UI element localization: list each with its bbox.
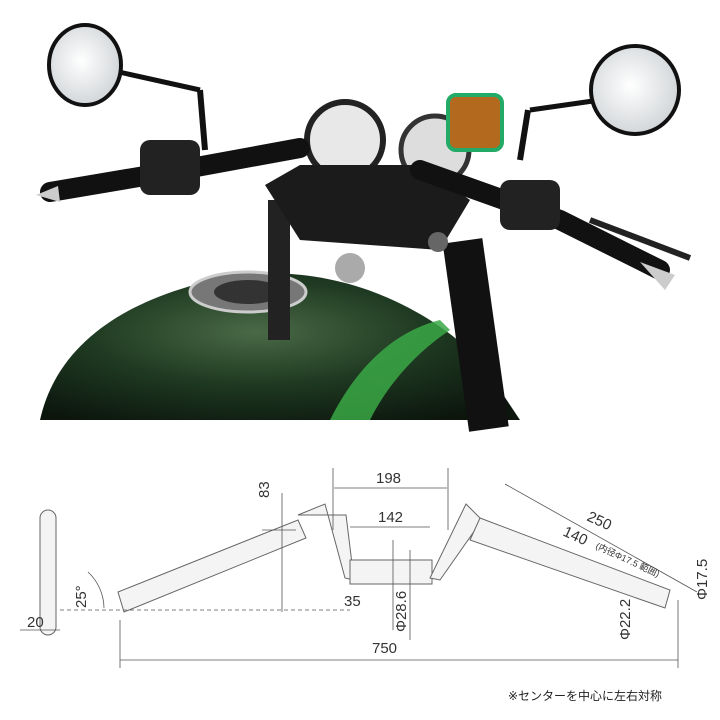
dim-total-width: 750 xyxy=(372,640,397,657)
dimension-lines xyxy=(20,468,698,668)
left-switch-housing xyxy=(140,140,200,195)
dimension-diagram: 198 142 83 250 140 (内径Φ17.5 範囲) Φ17.5 Φ2… xyxy=(20,468,711,668)
right-bar-end xyxy=(640,262,675,290)
right-mirror-arm xyxy=(529,97,601,113)
dim-rise: 83 xyxy=(256,481,273,498)
right-grip-section xyxy=(469,517,671,609)
dim-grip-length: 250 xyxy=(584,508,614,534)
tank-stripe xyxy=(330,320,450,420)
center-section xyxy=(349,559,433,585)
fuel-cap-center xyxy=(214,280,282,304)
left-bar-end xyxy=(36,186,60,202)
dim-center-diameter: Φ28.6 xyxy=(393,591,410,632)
dim-inner-span: 142 xyxy=(378,509,403,526)
right-riser xyxy=(429,503,483,581)
right-mirror xyxy=(589,44,681,136)
motorcycle-photo xyxy=(36,23,692,432)
symmetry-note: ※センターを中心に左右対称 xyxy=(508,689,663,703)
left-mirror-arm xyxy=(109,67,201,93)
ignition xyxy=(428,232,448,252)
left-mirror xyxy=(47,23,123,107)
brake-reservoir xyxy=(446,93,504,152)
left-riser xyxy=(297,503,355,581)
left-mirror-stem xyxy=(197,89,208,151)
right-fork-tube xyxy=(442,238,509,432)
right-switch-housing xyxy=(500,180,560,230)
steering-nut xyxy=(335,253,365,283)
dim-offset: 20 xyxy=(27,614,44,631)
right-mirror-stem xyxy=(517,109,531,161)
dim-inner-length: 140 xyxy=(560,523,590,549)
side-view xyxy=(39,509,57,636)
dim-angle: 25° xyxy=(73,585,90,608)
top-clamp xyxy=(265,165,470,250)
dim-top-span: 198 xyxy=(376,470,401,487)
left-fork-tube xyxy=(268,200,290,340)
dim-grip-diameter: Φ22.2 xyxy=(617,599,634,640)
dim-clamp-width: 35 xyxy=(344,593,361,610)
left-grip-section xyxy=(117,519,307,613)
dim-inner-diameter: Φ17.5 xyxy=(694,559,711,600)
brake-lever xyxy=(588,217,692,261)
fuel-tank xyxy=(40,273,520,420)
handlebar-outline xyxy=(39,503,671,636)
